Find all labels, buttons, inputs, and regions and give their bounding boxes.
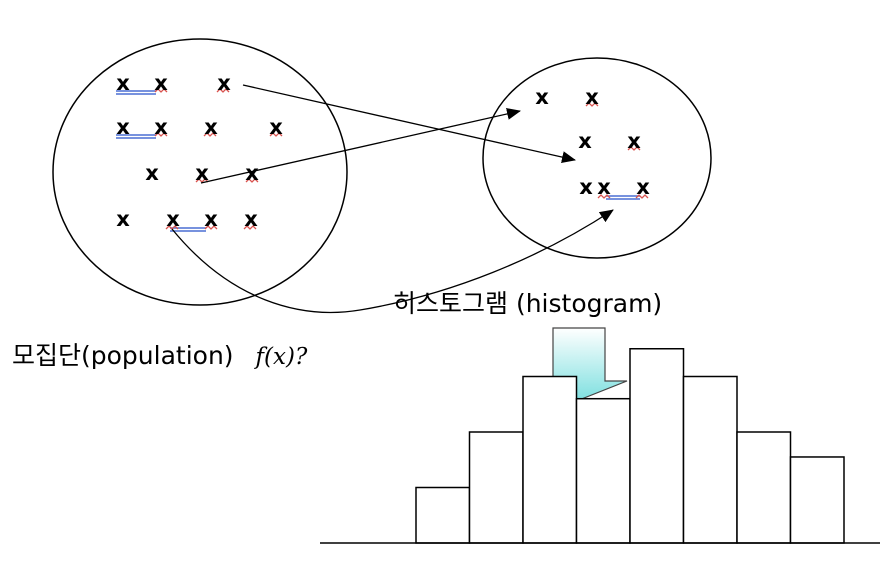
sample-circle [482,57,712,259]
sample-mark: x [579,175,593,199]
population-label-text: 모집단(population) [12,341,234,370]
sample-mark: x [204,207,218,231]
sample-mark: x [217,71,231,95]
sample-mark: x [166,207,180,231]
sample-mark: x [116,207,130,231]
sample-underlines [585,102,649,200]
sample-mark: x [535,85,549,109]
sample-mark: x [269,115,283,139]
population-label: 모집단(population) f(x)? [12,336,307,372]
sample-mark: x [245,161,259,185]
sampling-arrow-3 [171,209,614,313]
histogram-bar [522,375,578,544]
histogram-bar [629,348,685,544]
sample-mark: x [578,129,592,153]
sampling-arrow-2 [200,108,521,184]
population-circle [52,38,348,306]
sample-mark: x [627,129,641,153]
histogram-bar [736,431,792,544]
sample-mark: x [204,115,218,139]
population-underlines [116,88,283,232]
histogram-bar [575,397,631,544]
sample-mark: x [154,71,168,95]
sample-mark: x [636,175,650,199]
histogram-bar [468,431,524,544]
sample-mark: x [154,115,168,139]
sample-mark: x [195,161,209,185]
sampling-arrow-1 [242,84,576,163]
sample-mark: x [244,207,258,231]
histogram-bar [682,375,738,544]
sample-mark: x [145,161,159,185]
sample-mark: x [116,115,130,139]
histogram-label: 히스토그램 (histogram) [393,289,663,318]
histogram-bars [415,348,845,544]
population-function: f(x)? [255,344,308,370]
histogram-bar [789,456,845,544]
sample-mark: x [585,85,599,109]
sample-mark: x [597,175,611,199]
histogram-bar [415,486,471,544]
sample-mark: x [116,71,130,95]
